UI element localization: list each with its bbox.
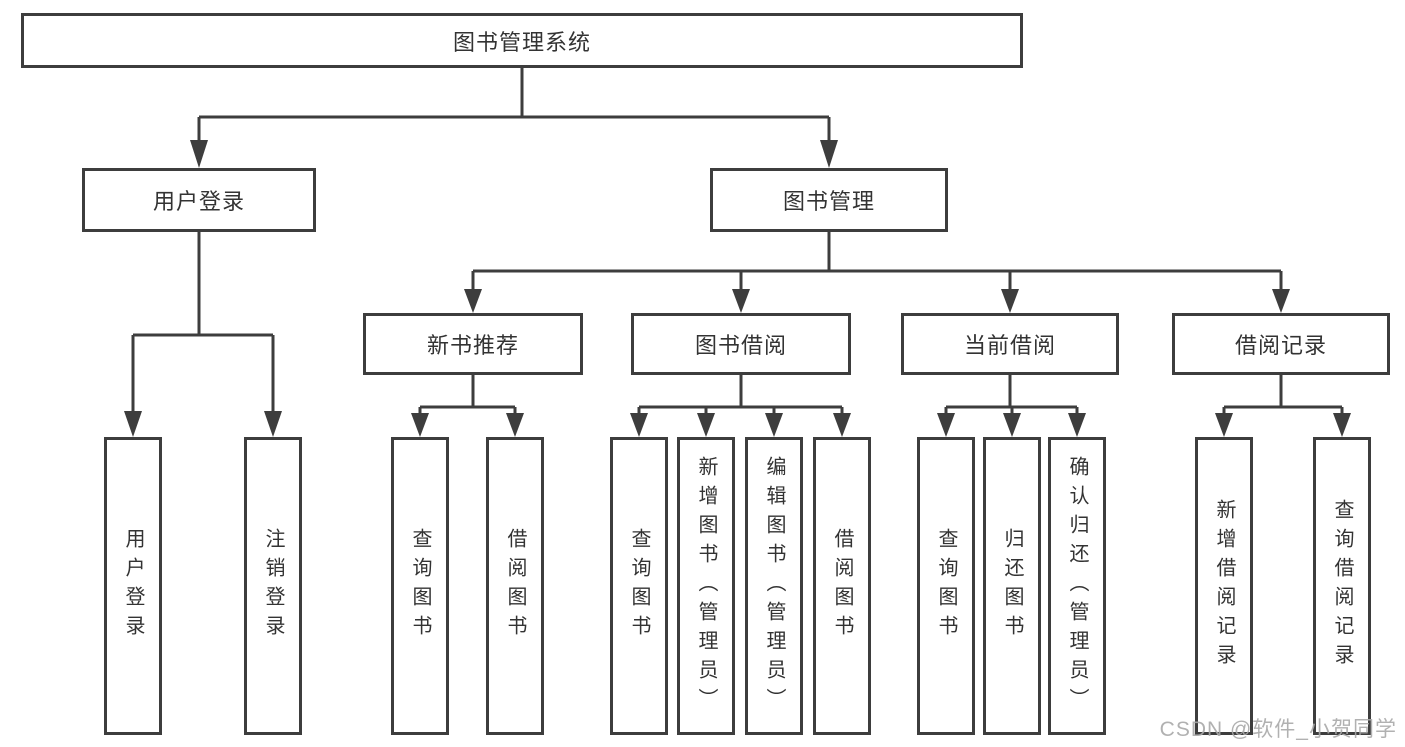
- leaf-edit-books-admin: 编辑图书（管理员）: [745, 437, 803, 735]
- leaf-query-books-current: 查询图书: [917, 437, 975, 735]
- node-book-borrowing: 图书借阅: [631, 313, 851, 375]
- node-book-management: 图书管理: [710, 168, 948, 232]
- node-current-borrowing: 当前借阅: [901, 313, 1119, 375]
- leaf-confirm-return-admin: 确认归还（管理员）: [1048, 437, 1106, 735]
- leaf-borrow-books-recommend: 借阅图书: [486, 437, 544, 735]
- node-borrowing-records: 借阅记录: [1172, 313, 1390, 375]
- leaf-add-books-admin: 新增图书（管理员）: [677, 437, 735, 735]
- leaf-borrow-books: 借阅图书: [813, 437, 871, 735]
- leaf-query-books-recommend: 查询图书: [391, 437, 449, 735]
- leaf-add-borrow-record: 新增借阅记录: [1195, 437, 1253, 735]
- leaf-logout: 注销登录: [244, 437, 302, 735]
- leaf-user-login: 用户登录: [104, 437, 162, 735]
- leaf-return-books: 归还图书: [983, 437, 1041, 735]
- node-new-book-recommend: 新书推荐: [363, 313, 583, 375]
- leaf-query-books-borrowing: 查询图书: [610, 437, 668, 735]
- node-root-system: 图书管理系统: [21, 13, 1023, 68]
- node-user-login: 用户登录: [82, 168, 316, 232]
- csdn-watermark: CSDN @软件_小贺同学: [1159, 718, 1397, 741]
- leaf-query-borrow-record: 查询借阅记录: [1313, 437, 1371, 735]
